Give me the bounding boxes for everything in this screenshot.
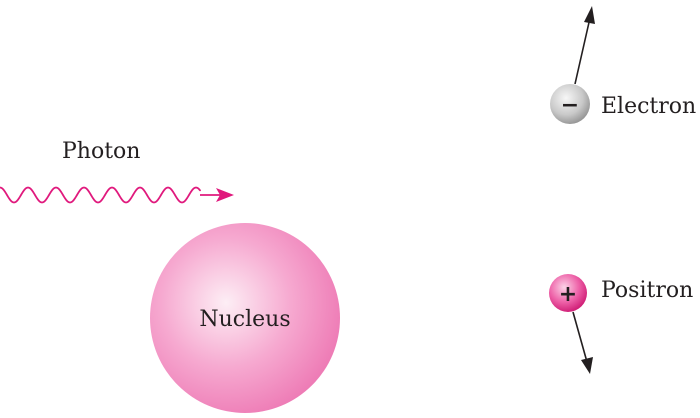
positron-particle: +	[549, 274, 593, 374]
photon-arrowhead	[216, 188, 234, 202]
electron-particle: −	[550, 6, 595, 124]
photon-label: Photon	[62, 139, 140, 164]
positron-charge-sign: +	[559, 282, 577, 307]
electron-charge-sign: −	[561, 93, 579, 118]
positron-trajectory-arrow	[572, 311, 588, 363]
nucleus-label: Nucleus	[199, 307, 290, 332]
photon-wave	[0, 186, 234, 204]
nucleus: Nucleus	[150, 223, 340, 413]
electron-trajectory-arrow	[574, 17, 591, 85]
electron-label: Electron	[601, 94, 696, 119]
positron-label: Positron	[601, 278, 693, 303]
